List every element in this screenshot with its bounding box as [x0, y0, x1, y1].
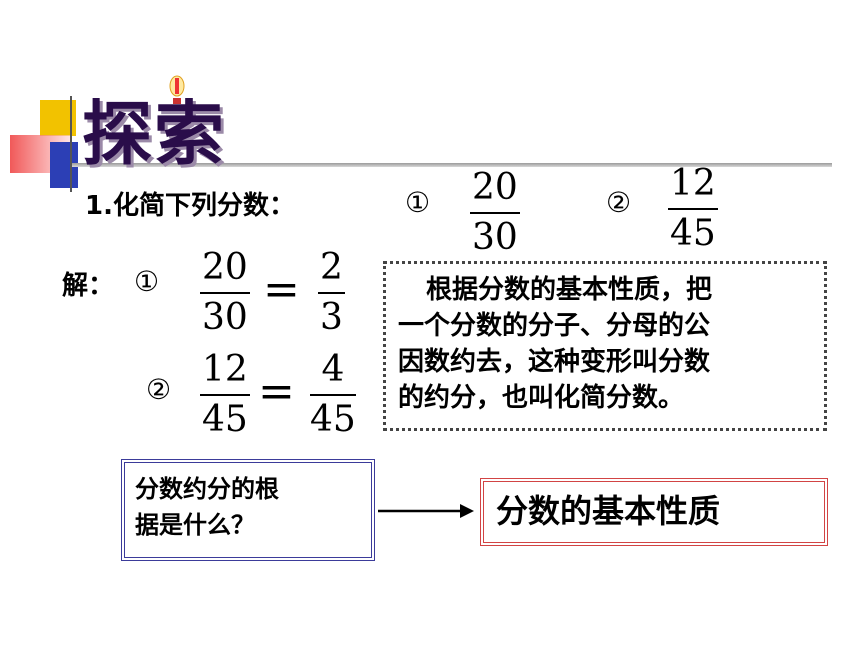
fraction-denominator: 30	[202, 297, 248, 338]
question-marker-2: ②	[606, 186, 632, 219]
arrow-right-icon	[378, 504, 474, 518]
equals-sign: =	[263, 264, 300, 315]
fraction-bar	[200, 394, 250, 396]
equals-sign: =	[258, 366, 295, 417]
fraction-bar	[318, 292, 345, 294]
page-title: 探索	[82, 92, 226, 175]
rule-line: 根据分数的基本性质，把	[398, 272, 814, 308]
fraction-denominator: 3	[320, 297, 343, 338]
fraction-bar	[200, 292, 250, 294]
solution-fraction-2: 12 45	[200, 352, 250, 438]
question-box-line: 据是什么？	[135, 511, 255, 539]
fraction-bar	[310, 394, 356, 396]
question-marker-1: ①	[405, 186, 431, 219]
question-fraction-2: 12 45	[668, 166, 718, 252]
rule-line: 一个分数的分子、分母的公	[398, 311, 711, 341]
rule-line: 因数约去，这种变形叫分数	[398, 347, 711, 377]
fraction-bar	[470, 212, 520, 214]
solution-fraction-1: 20 30	[200, 250, 250, 336]
decor-horizontal-rule	[72, 163, 832, 167]
fraction-numerator: 12	[202, 349, 248, 390]
solution-result-2: 4 45	[310, 352, 356, 438]
fraction-bar	[668, 208, 718, 210]
question-box-line: 分数约分的根	[135, 475, 279, 503]
fraction-denominator: 45	[202, 399, 248, 440]
fraction-denominator: 45	[670, 213, 716, 254]
fraction-numerator: 20	[202, 247, 248, 288]
lantern-icon	[169, 75, 185, 104]
question-box: 分数约分的根 据是什么？	[121, 459, 375, 561]
rule-line-text: 根据分数的基本性质，把	[426, 275, 713, 305]
fraction-numerator: 4	[321, 349, 345, 390]
question-fraction-1: 20 30	[470, 170, 520, 256]
rule-line: 的约分，也叫化简分数。	[398, 383, 685, 413]
solution-marker-2: ②	[146, 373, 172, 406]
solution-label: 解：	[62, 271, 115, 301]
fraction-numerator: 2	[320, 247, 343, 288]
fraction-numerator: 20	[472, 167, 518, 208]
fraction-denominator: 45	[310, 399, 356, 440]
decor-vertical-line	[70, 96, 72, 192]
answer-box: 分数的基本性质	[480, 478, 828, 546]
fraction-denominator: 30	[472, 217, 518, 258]
rule-definition-box: 根据分数的基本性质，把 一个分数的分子、分母的公 因数约去，这种变形叫分数 的约…	[383, 261, 827, 431]
question-label: 1.化简下列分数：	[85, 191, 295, 221]
solution-result-1: 2 3	[318, 250, 345, 336]
fraction-numerator: 12	[670, 163, 716, 204]
solution-marker-1: ①	[134, 265, 160, 298]
